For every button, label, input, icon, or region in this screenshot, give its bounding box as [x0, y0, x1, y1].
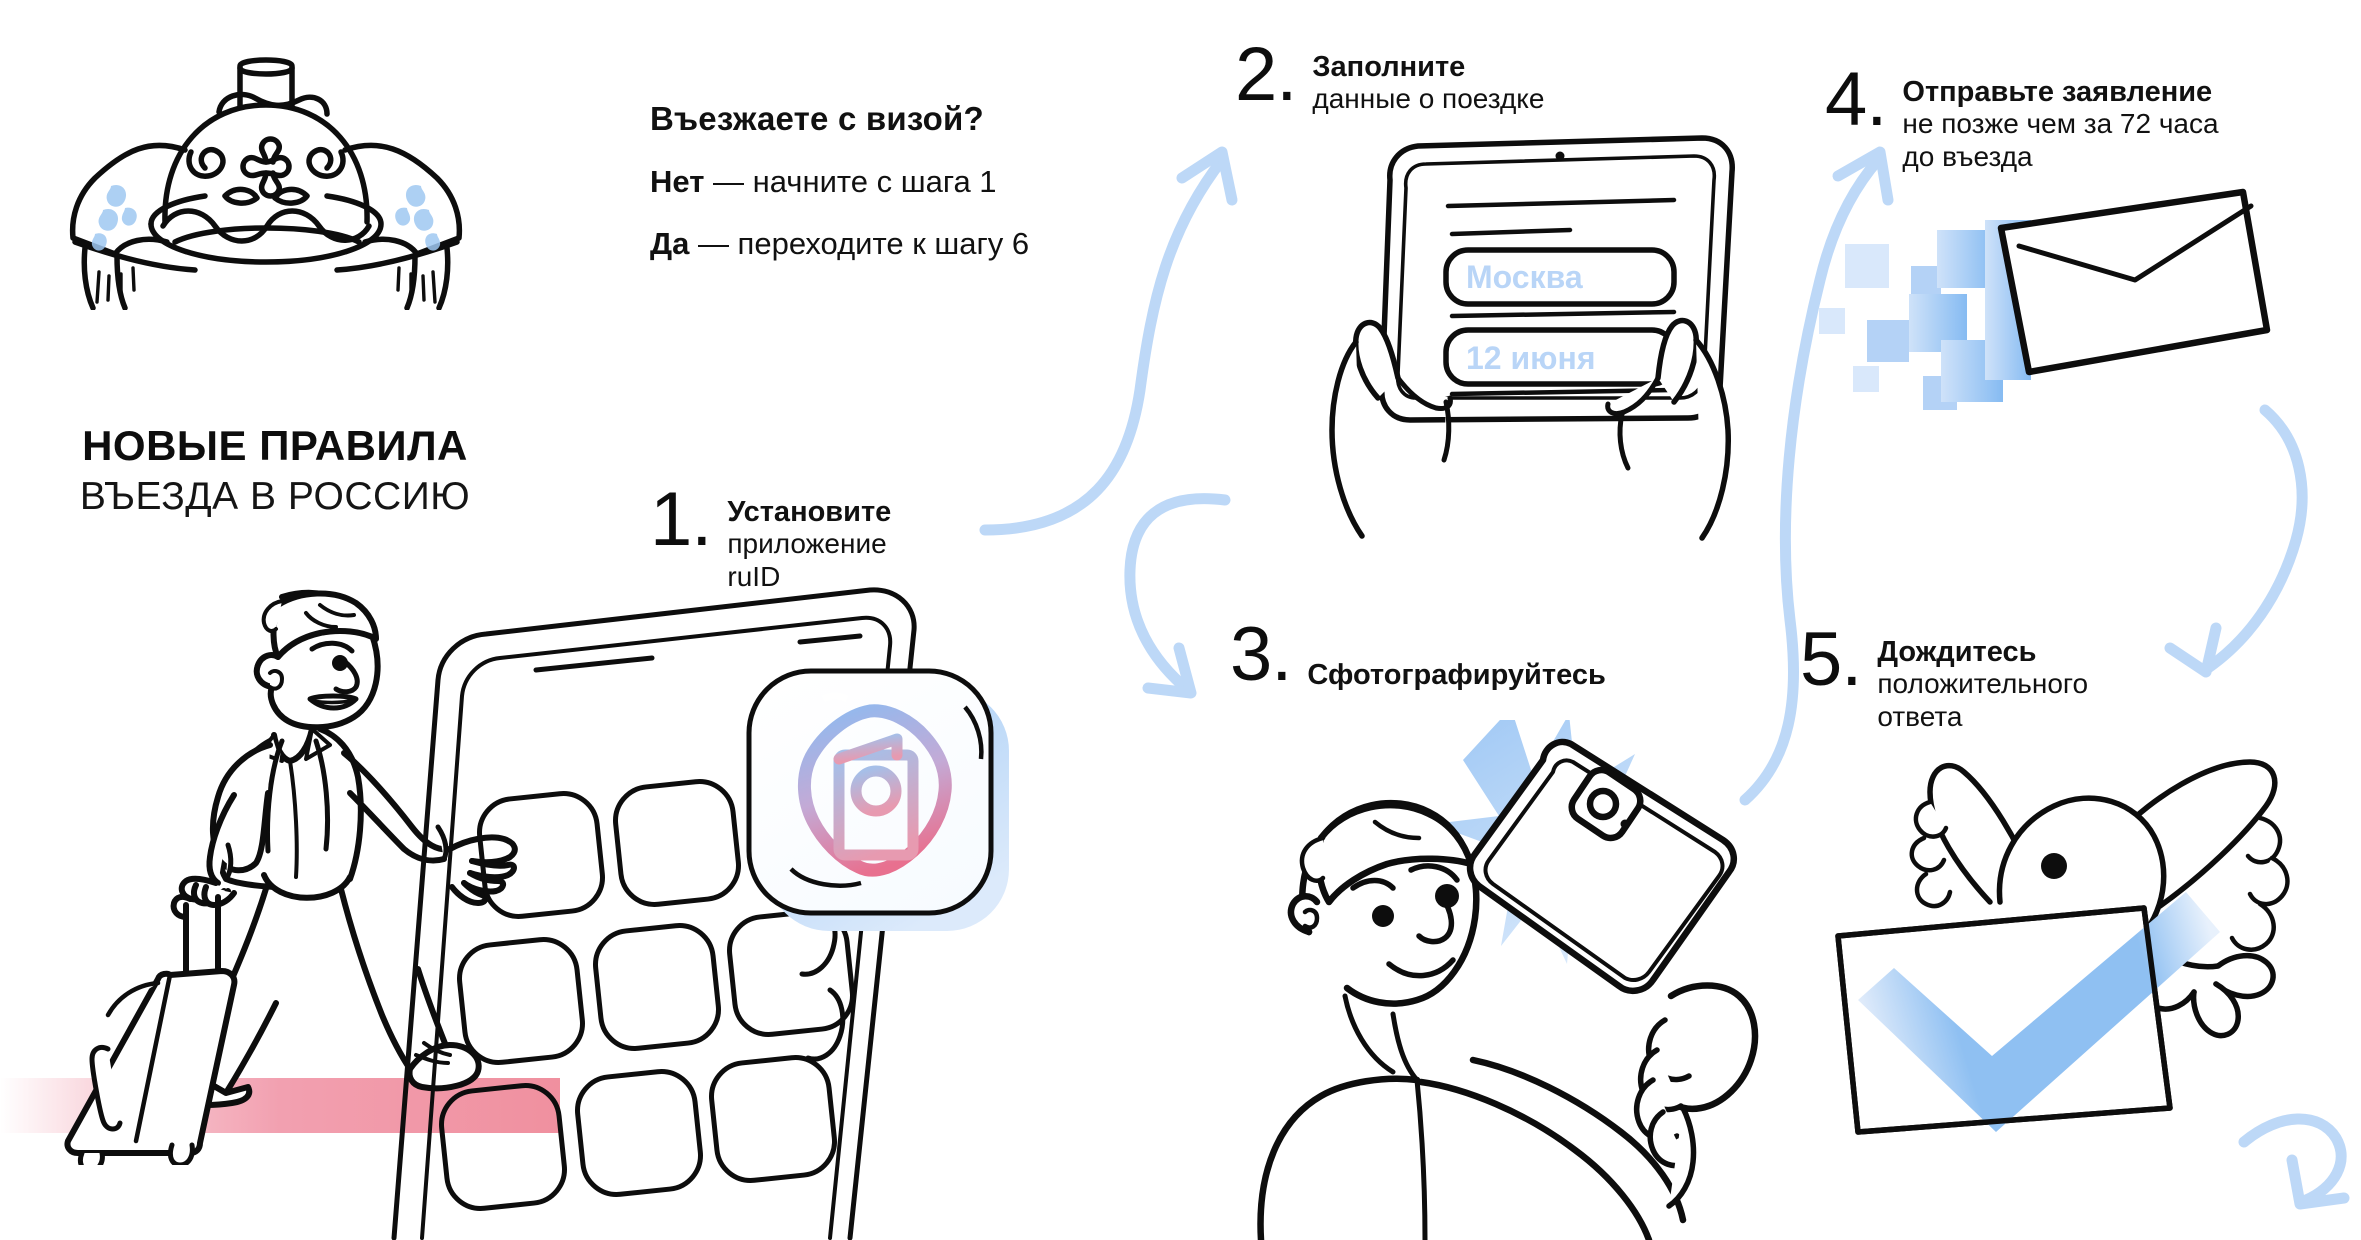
step-3-heading: 3. Сфотографируйтесь [1230, 612, 1606, 697]
step-5-number: 5. [1800, 617, 1862, 702]
step-3-title: Сфотографируйтесь [1307, 659, 1606, 691]
step-1-heading: 1. Установите приложение ruID [650, 477, 892, 593]
dove-with-letter-illustration [1835, 759, 2290, 1135]
step-1-title: Установите [727, 496, 892, 528]
selfie-illustration [1257, 720, 1759, 1240]
step-5-title: Дождитесь [1877, 636, 2037, 668]
step-3-number: 3. [1230, 612, 1292, 697]
visa-answer-yes-text: — переходите к шагу 6 [689, 226, 1030, 261]
bread-and-salt-icon [69, 57, 463, 310]
step-1-desc: приложение ruID [727, 528, 887, 592]
approval-checkmark [1858, 892, 2220, 1132]
ruid-app-icon [746, 668, 1009, 931]
title-main: НОВЫЕ ПРАВИЛА [82, 422, 468, 469]
visa-question: Въезжаете с визой? [650, 100, 984, 137]
tablet-with-form-illustration: Москва 12 июня [1329, 135, 1735, 541]
step-4-heading: 4. Отправьте заявление не позже чем за 7… [1825, 57, 2219, 173]
envelope-sending-illustration [1819, 188, 2271, 410]
title-sub: ВЪЕЗДА В РОССИЮ [79, 475, 471, 518]
step-4-number: 4. [1825, 57, 1887, 142]
step-5-heading: 5. Дождитесь положительного ответа [1800, 617, 2089, 733]
page-title: НОВЫЕ ПРАВИЛА ВЪЕЗДА В РОССИЮ [40, 425, 510, 522]
step-1-number: 1. [650, 477, 712, 562]
step-2-desc: данные о поездке [1312, 83, 1545, 115]
visa-answer-no-label: Нет [650, 164, 705, 199]
traveler-with-suitcase-illustration [64, 589, 518, 1165]
form-field-date-value: 12 июня [1466, 340, 1595, 376]
visa-answer-no-text: — начните с шага 1 [704, 164, 997, 199]
visa-answer-yes-label: Да [650, 226, 690, 261]
step-4-desc: не позже чем за 72 часа до въезда [1902, 108, 2219, 172]
step-2-title: Заполните [1312, 51, 1466, 83]
visa-answer-no: Нет — начните с шага 1 [650, 164, 1170, 200]
step-5-desc: положительного ответа [1877, 668, 2089, 732]
step-4-title: Отправьте заявление [1902, 76, 2213, 108]
form-field-city-value: Москва [1466, 259, 1583, 295]
step-2-heading: 2. Заполните данные о поездке [1235, 32, 1545, 117]
step-2-number: 2. [1235, 32, 1297, 117]
visa-question-block: Въезжаете с визой? Нет — начните с шага … [650, 100, 1170, 262]
visa-answer-yes: Да — переходите к шагу 6 [650, 226, 1170, 262]
